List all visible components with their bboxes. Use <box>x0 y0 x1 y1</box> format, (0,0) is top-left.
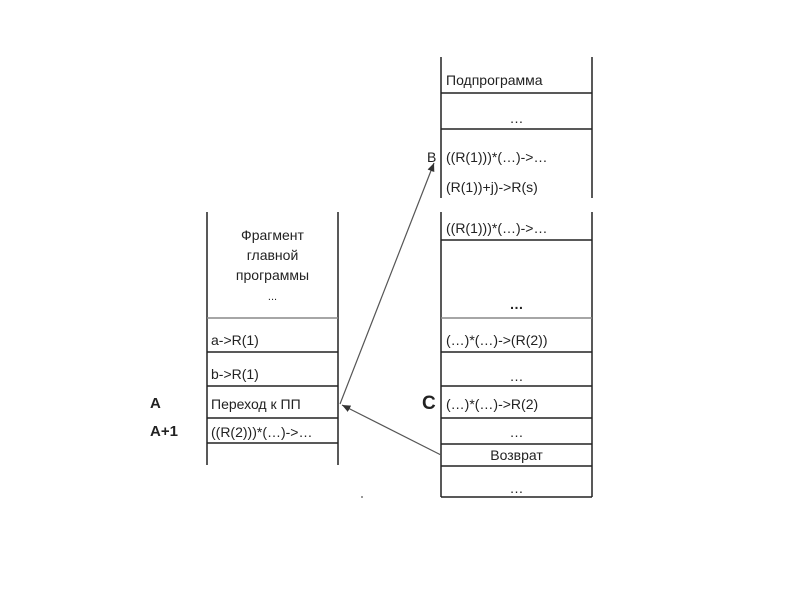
return-arrow <box>341 404 442 456</box>
sub-row: ((R(1)))*(…)->… <box>446 149 548 165</box>
main-row: b->R(1) <box>211 366 259 382</box>
label-a-plus-1: A+1 <box>150 423 178 440</box>
main-title-line: главной <box>246 247 299 263</box>
sub-row: (…)*(…)->(R(2)) <box>446 332 548 348</box>
sub-row: … <box>509 110 524 126</box>
main-title-line: программы <box>235 267 310 283</box>
sub-row: … <box>509 296 524 312</box>
sub-row: (R(1))+j)->R(s) <box>446 179 538 195</box>
sub-row: … <box>509 368 524 384</box>
label-c: C <box>422 393 436 414</box>
sub-row-return: Возврат <box>490 447 543 463</box>
label-b: B <box>427 149 437 165</box>
main-row: Переход к ПП <box>211 396 301 412</box>
main-title-ellipsis: ... <box>267 291 278 303</box>
sub-row: ((R(1)))*(…)->… <box>446 220 548 236</box>
subprogram-column <box>440 57 593 498</box>
sub-row: … <box>509 424 524 440</box>
main-title-line: Фрагмент <box>241 227 304 243</box>
main-row: ((R(2)))*(…)->… <box>211 424 313 440</box>
sub-row: (…)*(…)->R(2) <box>446 396 539 412</box>
subprogram-title: Подпрограмма <box>446 72 543 88</box>
call-arrow <box>339 162 435 405</box>
sub-row: … <box>509 480 524 496</box>
label-a: A <box>150 395 161 412</box>
main-program-column <box>206 212 339 465</box>
main-row: a->R(1) <box>211 332 259 348</box>
